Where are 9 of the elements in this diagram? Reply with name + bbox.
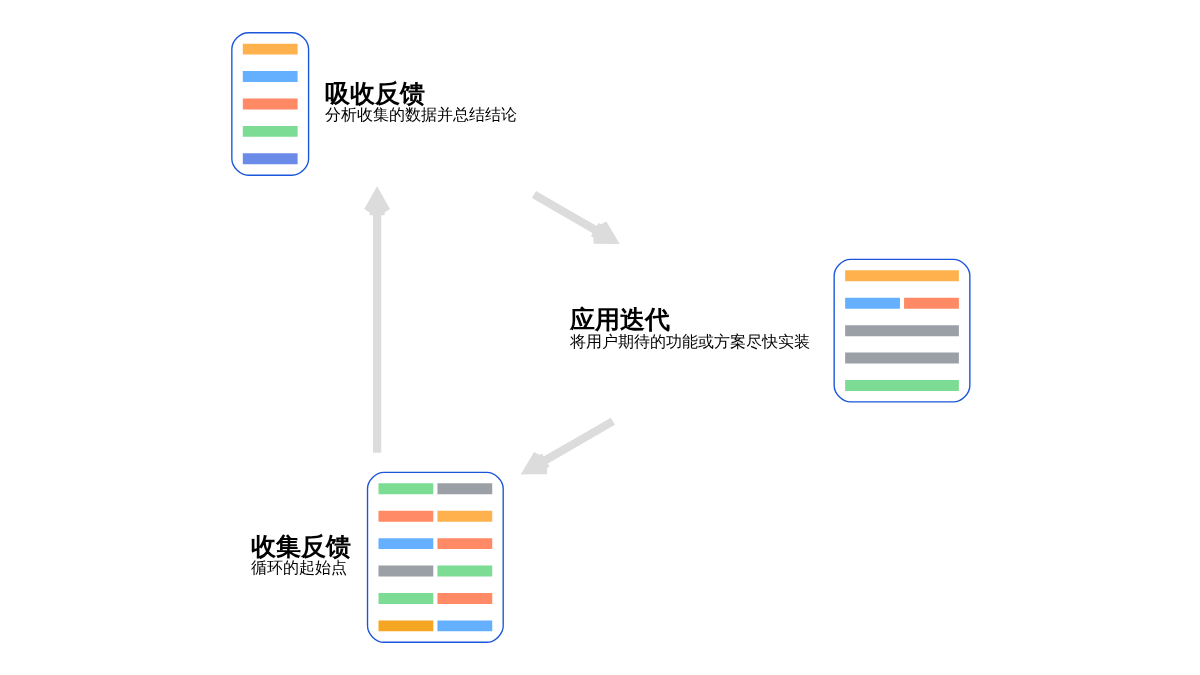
node-picture xyxy=(832,258,971,403)
node-label: 循环的起始点 xyxy=(250,558,347,578)
arrow xyxy=(531,190,617,244)
node-label: 将用户期待的功能或方案尽快实装 xyxy=(569,331,810,351)
arrow xyxy=(363,189,390,453)
node-label: 吸收反馈 xyxy=(324,78,425,108)
node-picture xyxy=(366,471,504,643)
node-picture xyxy=(230,32,309,176)
arrow xyxy=(523,417,615,475)
